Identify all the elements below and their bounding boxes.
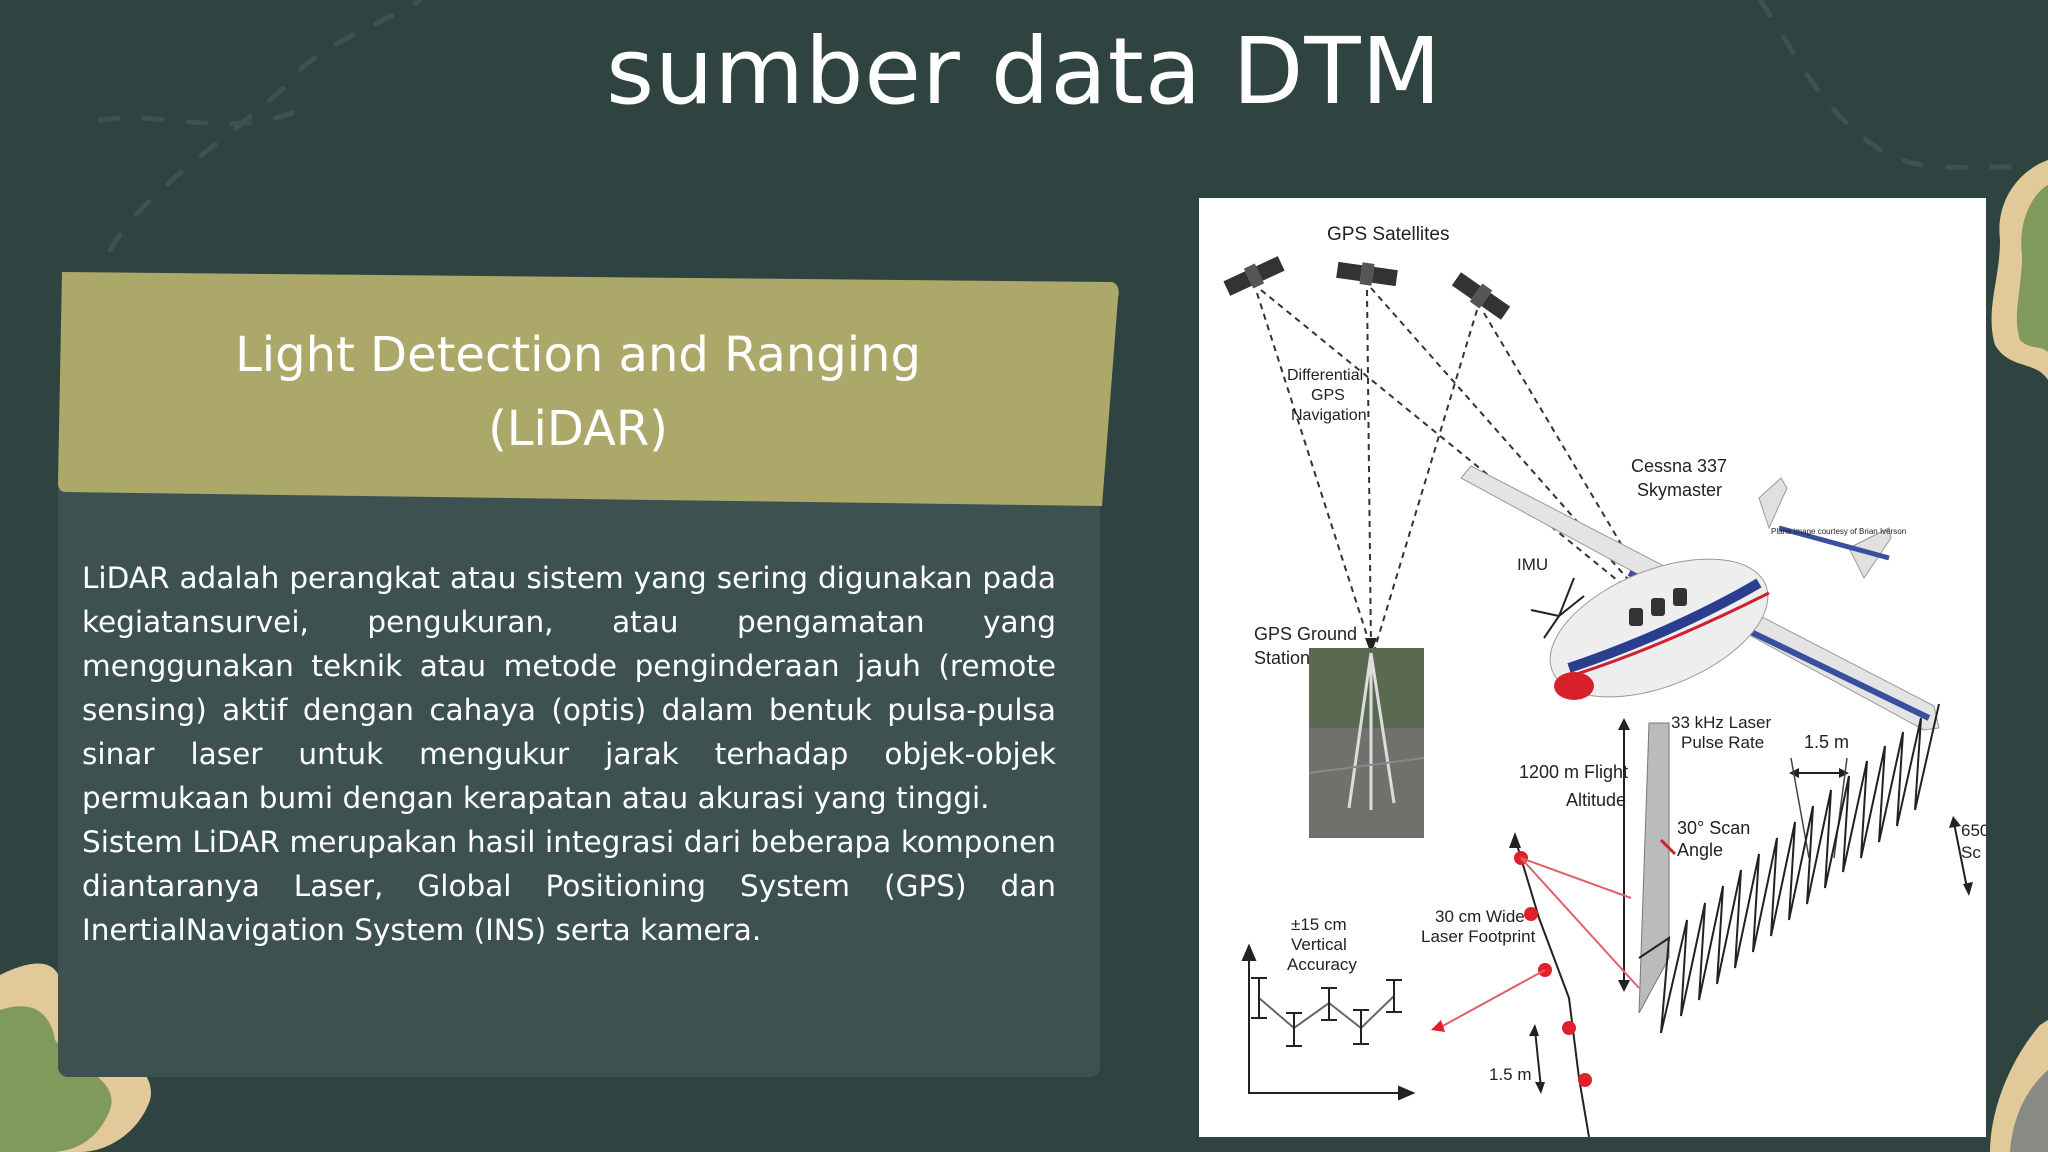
label-differential-2: GPS xyxy=(1311,387,1345,404)
label-gps-satellites: GPS Satellites xyxy=(1327,224,1450,245)
gps-satellite-icon xyxy=(1336,261,1398,287)
lidar-diagram: GPS Satellites Differential GPS Navigati… xyxy=(1199,198,1986,1137)
label-imu: IMU xyxy=(1517,555,1548,574)
label-footprint-1: 30 cm Wide xyxy=(1435,907,1525,926)
label-pulse-rate-1: 33 kHz Laser xyxy=(1671,713,1771,732)
label-differential-3: Navigation xyxy=(1291,407,1367,424)
card-text: LiDAR adalah perangkat atau sistem yang … xyxy=(82,556,1056,952)
card-header: Light Detection and Ranging (LiDAR) xyxy=(58,270,1120,510)
paragraph-lidar-definition: LiDAR adalah perangkat atau sistem yang … xyxy=(82,561,1056,815)
label-pulse-rate-2: Pulse Rate xyxy=(1681,733,1764,752)
label-flight-alt-2: Altitude xyxy=(1566,790,1626,810)
imu-axes-icon xyxy=(1530,577,1585,639)
accuracy-graph xyxy=(1241,943,1416,1101)
gps-satellite-icon xyxy=(1223,256,1285,296)
label-ground-station-2: Station xyxy=(1254,648,1310,668)
label-accuracy-1: ±15 cm xyxy=(1291,915,1347,934)
label-accuracy-3: Accuracy xyxy=(1287,955,1357,974)
laser-footprint-points xyxy=(1514,851,1592,1087)
gps-satellite-icon xyxy=(1451,272,1511,320)
label-image-courtesy: Plane image courtesy of Brian Iverson xyxy=(1771,527,1906,536)
label-aircraft-2: Skymaster xyxy=(1637,480,1722,500)
card-heading-line1: Light Detection and Ranging xyxy=(235,327,921,383)
airplane-icon xyxy=(1460,465,1940,731)
card-heading-line2: (LiDAR) xyxy=(488,401,668,457)
label-swath-width-1: 650 xyxy=(1961,821,1986,840)
label-scan-angle-2: Angle xyxy=(1677,840,1723,860)
label-point-spacing: 1.5 m xyxy=(1489,1065,1532,1084)
label-swath-spacing: 1.5 m xyxy=(1804,732,1849,752)
label-swath-width-2: Sc xyxy=(1961,843,1981,862)
label-accuracy-2: Vertical xyxy=(1291,935,1347,954)
scan-pattern xyxy=(1638,703,1940,1034)
label-differential-1: Differential xyxy=(1287,367,1363,384)
content-card xyxy=(58,465,1100,1077)
laser-beam xyxy=(1638,722,1670,1014)
card-header-shape xyxy=(58,272,1119,506)
label-footprint-2: Laser Footprint xyxy=(1421,927,1536,946)
label-flight-alt-1: 1200 m Flight xyxy=(1519,762,1628,782)
label-ground-station-1: GPS Ground xyxy=(1254,624,1357,644)
label-scan-angle-1: 30° Scan xyxy=(1677,818,1750,838)
label-aircraft-1: Cessna 337 xyxy=(1631,456,1727,476)
page-title: sumber data DTM xyxy=(606,18,1442,125)
paragraph-lidar-components: Sistem LiDAR merupakan hasil integrasi d… xyxy=(82,825,1056,947)
